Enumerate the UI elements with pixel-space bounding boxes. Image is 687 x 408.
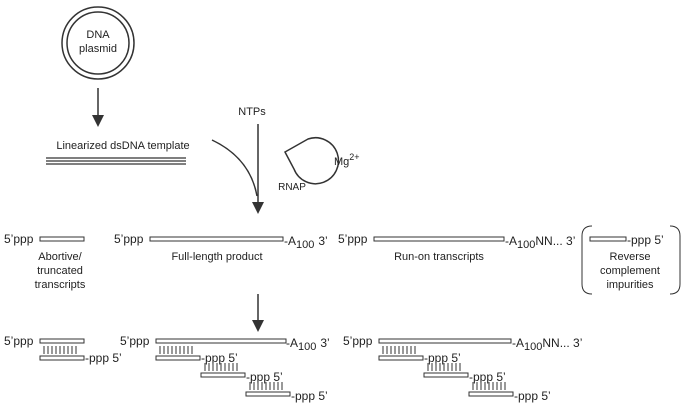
svg-text:-ppp 5’: -ppp 5’	[424, 351, 461, 365]
svg-text:-ppp 5’: -ppp 5’	[246, 370, 283, 384]
abortive-label-line2: truncated	[37, 265, 83, 277]
svg-text:5’ppp: 5’ppp	[338, 232, 368, 246]
svg-text:-ppp 5’: -ppp 5’	[85, 351, 122, 365]
dna-plasmid: DNA plasmid	[62, 7, 134, 79]
abortive-label-line3: transcripts	[35, 279, 86, 291]
svg-text:-ppp 5’: -ppp 5’	[469, 370, 506, 384]
reverse-label-line3: impurities	[606, 279, 654, 291]
svg-text:-A100NN... 3’: -A100NN... 3’	[505, 234, 575, 251]
runon-label: Run-on transcripts	[394, 251, 484, 263]
full-length-transcript: 5’ppp -A1003’	[114, 232, 328, 251]
svg-text:-A1003’: -A1003’	[286, 336, 330, 353]
svg-text:-ppp 5’: -ppp 5’	[291, 389, 328, 403]
svg-text:-A1003’: -A1003’	[284, 234, 328, 251]
runon-transcript: 5’ppp -A100NN... 3’	[338, 232, 575, 251]
svg-text:5’ppp: 5’ppp	[4, 232, 34, 246]
svg-text:5’ppp: 5’ppp	[4, 334, 34, 348]
abortive-transcript: 5’ppp	[4, 232, 84, 246]
abortive-label-line1: Abortive/	[38, 251, 82, 263]
template-label: Linearized dsDNA template	[56, 140, 189, 152]
runon-duplex: 5’ppp -A100NN... 3’ -ppp 5’ -ppp 5’ -ppp…	[343, 334, 582, 403]
rnap-pacman-icon	[285, 138, 338, 184]
reverse-label-line1: Reverse	[610, 251, 651, 263]
abortive-duplex: 5’ppp -ppp 5’	[4, 334, 122, 365]
svg-text:-ppp 5’: -ppp 5’	[201, 351, 238, 365]
dsdna-template	[46, 158, 186, 164]
ntps-label: NTPs	[238, 106, 266, 118]
svg-text:5’ppp: 5’ppp	[114, 232, 144, 246]
full-length-duplex: 5’ppp -A1003’ -ppp 5’ -ppp 5’ -ppp 5’	[120, 334, 330, 403]
reverse-label-line2: complement	[600, 265, 660, 277]
merge-curve	[212, 140, 257, 196]
svg-text:-ppp 5’: -ppp 5’	[514, 389, 551, 403]
plasmid-label-line2: plasmid	[79, 43, 117, 55]
rnap-label: RNAP	[278, 182, 306, 193]
svg-text:5’ppp: 5’ppp	[343, 334, 373, 348]
full-length-label: Full-length product	[171, 251, 262, 263]
svg-text:5’ppp: 5’ppp	[120, 334, 150, 348]
svg-text:-ppp 5’: -ppp 5’	[627, 233, 664, 247]
plasmid-label-line1: DNA	[86, 29, 110, 41]
svg-text:-A100NN... 3’: -A100NN... 3’	[512, 336, 582, 353]
